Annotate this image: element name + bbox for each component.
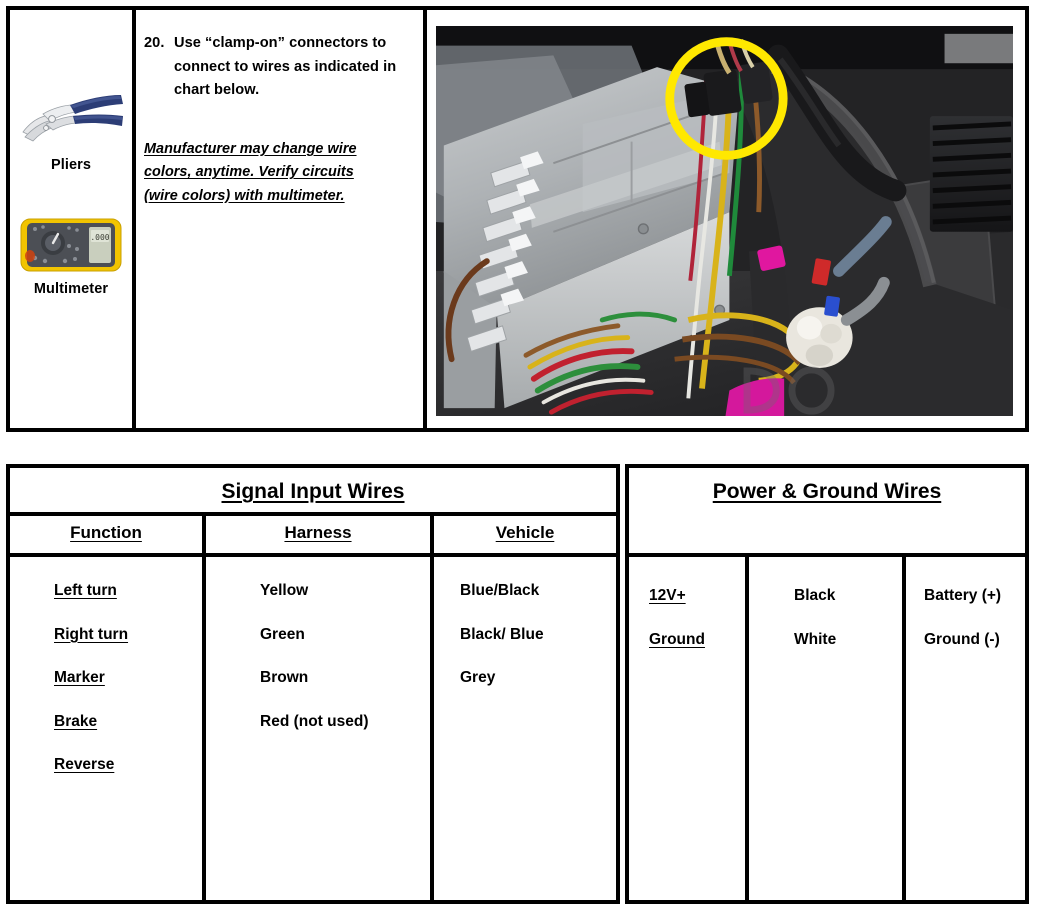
pliers-tool-block: Pliers — [10, 88, 132, 173]
header-cell-harness: Harness — [206, 516, 434, 553]
note-line-2: colors, anytime. Verify circuits — [144, 164, 354, 181]
multimeter-icon: .000 — [17, 216, 125, 274]
power-body-row: 12V+ Ground Black White Battery (+) Grou… — [629, 557, 1025, 900]
pliers-icon — [22, 95, 123, 142]
note-line-1: Manufacturer may change wire — [144, 140, 357, 157]
instruction-step: 20. Use “clamp-on” connectors to connect… — [144, 32, 411, 103]
signal-body-row: Left turn Right turn Marker Brake Revers… — [10, 557, 616, 900]
svg-text:.000: .000 — [90, 233, 109, 242]
power-color-item: Black — [794, 587, 836, 604]
header-vehicle-label: Vehicle — [495, 523, 555, 542]
photo-column — [427, 10, 1025, 428]
instruction-number: 20. — [144, 35, 165, 51]
pliers-caption: Pliers — [50, 157, 92, 173]
signal-header-row: Function Harness Vehicle — [10, 516, 616, 557]
tools-column: Pliers .000 — [10, 10, 136, 428]
power-color-item: White — [794, 630, 837, 648]
harness-item: Yellow — [260, 582, 309, 599]
top-instruction-table: Pliers .000 — [6, 6, 1029, 432]
function-item: Left turn — [54, 582, 117, 599]
body-cell-function: Left turn Right turn Marker Brake Revers… — [10, 557, 206, 900]
vehicle-item: Black/ Blue — [460, 625, 544, 643]
vehicle-item: Grey — [460, 669, 496, 686]
power-meaning-list: Battery (+) Ground (-) — [906, 557, 1025, 647]
signal-input-wires-table: Signal Input Wires Function Harness Vehi… — [6, 464, 620, 904]
highlight-circle — [665, 37, 788, 160]
instruction-column: 20. Use “clamp-on” connectors to connect… — [136, 10, 427, 428]
body-cell-power-label: 12V+ Ground — [629, 557, 749, 900]
power-label-item: Ground — [649, 630, 705, 648]
instruction-text: Use “clamp-on” connectors to connect to … — [174, 35, 397, 99]
body-cell-vehicle: Blue/Black Black/ Blue Grey — [434, 557, 616, 900]
photo-graphic — [436, 26, 1013, 416]
function-item: Right turn — [54, 625, 129, 643]
multimeter-tool-block: .000 Multimeter — [10, 216, 132, 297]
harness-item: Red (not used) — [260, 712, 369, 730]
power-label-list: 12V+ Ground — [629, 557, 745, 647]
vehicle-list: Blue/Black Black/ Blue Grey — [434, 557, 616, 686]
function-item: Marker — [54, 669, 105, 686]
header-harness-label: Harness — [284, 523, 352, 542]
power-meaning-item: Battery (+) — [924, 587, 1002, 604]
header-cell-function: Function — [10, 516, 206, 553]
body-cell-power-color: Black White — [749, 557, 906, 900]
body-cell-power-meaning: Battery (+) Ground (-) — [906, 557, 1025, 900]
instruction-note: Manufacturer may change wire colors, any… — [144, 138, 411, 208]
power-color-list: Black White — [749, 557, 902, 647]
header-cell-vehicle: Vehicle — [434, 516, 616, 553]
signal-title-row: Signal Input Wires — [10, 468, 616, 516]
body-cell-harness: Yellow Green Brown Red (not used) — [206, 557, 434, 900]
harness-item: Brown — [260, 669, 309, 686]
multimeter-caption: Multimeter — [33, 281, 109, 297]
vehicle-wiring-harness-photo — [436, 26, 1013, 416]
power-ground-wires-table: Power & Ground Wires 12V+ Ground Black W… — [625, 464, 1029, 904]
power-label-item: 12V+ — [649, 587, 686, 604]
harness-item: Green — [260, 625, 305, 643]
power-meaning-item: Ground (-) — [924, 630, 1000, 648]
header-function-label: Function — [70, 523, 142, 542]
function-item: Brake — [54, 712, 98, 730]
vehicle-item: Blue/Black — [460, 582, 540, 599]
wire-chart-area: Signal Input Wires Function Harness Vehi… — [6, 464, 1029, 904]
function-list: Left turn Right turn Marker Brake Revers… — [10, 557, 202, 773]
signal-table-title: Signal Input Wires — [221, 480, 405, 503]
function-item: Reverse — [54, 756, 115, 773]
power-table-title: Power & Ground Wires — [712, 480, 942, 503]
note-line-3: (wire colors) with multimeter. — [144, 187, 345, 204]
harness-list: Yellow Green Brown Red (not used) — [206, 557, 430, 729]
power-title-row: Power & Ground Wires — [629, 468, 1025, 557]
